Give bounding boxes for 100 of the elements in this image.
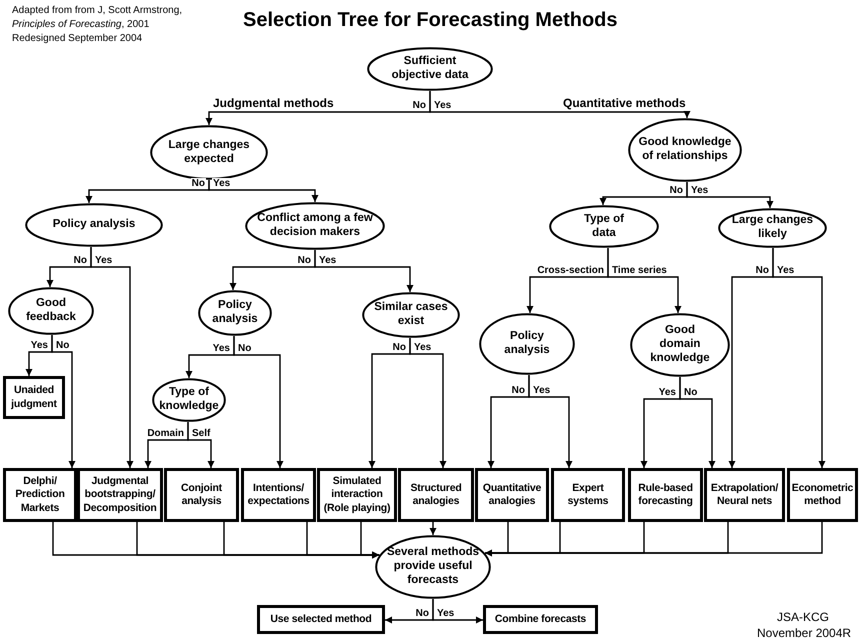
decision-ellipse: [630, 313, 730, 377]
edge-label: Yes: [776, 265, 796, 276]
method-box: [241, 468, 316, 522]
method-box: [3, 376, 65, 419]
node-text: Extrapolation/ Neural nets: [710, 482, 780, 508]
edge-label: Yes: [413, 342, 432, 353]
method-box: [3, 468, 77, 522]
node-text: Simulated interaction (Role playing): [322, 475, 392, 515]
decision-ellipse: [375, 535, 491, 599]
arrow: [208, 180, 318, 202]
citation-text: Adapted from from J, Scott Armstrong,: [12, 5, 182, 16]
decision-ellipse: [549, 205, 659, 248]
edge-label: No: [237, 343, 252, 354]
arrow: [90, 246, 134, 468]
method-box: [77, 468, 163, 522]
edge-label: No: [55, 340, 70, 351]
node-text: Use selected method: [270, 612, 372, 626]
decision-ellipse: [25, 203, 163, 247]
edge-label: Yes: [318, 255, 338, 266]
edge-label: No: [754, 265, 770, 276]
method-box: [551, 468, 625, 522]
edge-label: No: [510, 385, 526, 396]
arrow: [772, 248, 826, 468]
node-text: Structured analogies: [409, 482, 463, 508]
decision-ellipse: [245, 202, 385, 250]
arrow: [409, 338, 446, 468]
edge-label: No: [296, 255, 312, 266]
edge-label: Yes: [212, 343, 231, 354]
node-text: Quantitative analogies: [482, 482, 542, 508]
edge-label: Self: [191, 428, 212, 439]
edge-label: Yes: [433, 100, 452, 111]
node-text: Large changes expected: [167, 138, 251, 166]
node-text: Unaided judgment: [10, 384, 58, 411]
branch-label: Quantitative methods: [563, 96, 686, 110]
arrow: [432, 599, 483, 624]
arrow: [430, 522, 436, 535]
decision-ellipse: [367, 47, 493, 91]
decision-ellipse: [8, 287, 94, 335]
edge-label: Yes: [94, 255, 114, 266]
node-text: Policy analysis: [503, 330, 551, 358]
edge-label: No: [683, 387, 698, 398]
node-text: Large changes likely: [730, 214, 814, 242]
edge-label: Cross-section: [536, 265, 605, 276]
author-note: JSA-KCG: [777, 610, 830, 624]
method-box: [164, 468, 239, 522]
decision-ellipse: [362, 292, 460, 338]
arrow: [187, 422, 214, 468]
arrow: [314, 250, 414, 292]
edge-label: Yes: [532, 385, 552, 396]
node-text: Policy analysis: [211, 299, 259, 327]
node-text: Type of data: [582, 212, 626, 240]
method-box: [257, 605, 385, 634]
method-box: [398, 468, 474, 522]
arrow: [360, 522, 380, 558]
node-text: Several methods provide useful forecasts: [386, 546, 480, 588]
citation-text: Redesigned September 2004: [12, 33, 142, 44]
decision-ellipse: [628, 118, 742, 182]
edge-label: Yes: [30, 340, 49, 351]
arrow: [429, 91, 690, 118]
decision-ellipse: [479, 313, 575, 375]
edge-label: No: [414, 608, 430, 619]
node-text: Good feedback: [25, 297, 77, 325]
method-box: [475, 468, 549, 522]
method-box: [317, 468, 397, 522]
edge-label: Yes: [690, 185, 710, 196]
node-text: Similar cases exist: [373, 301, 449, 329]
arrow: [485, 522, 823, 556]
decision-ellipse: [150, 125, 268, 180]
node-text: Intentions/ expectations: [246, 482, 310, 508]
method-box: [628, 468, 703, 522]
node-text: Combine forecasts: [494, 612, 586, 626]
edge-label: Yes: [212, 178, 232, 189]
edge-label: Yes: [436, 608, 456, 619]
branch-label: Judgmental methods: [213, 96, 334, 110]
edge-label: No: [190, 178, 206, 189]
method-box: [787, 468, 858, 522]
arrow: [528, 374, 572, 468]
node-text: Expert systems: [566, 482, 610, 508]
arrow: [607, 248, 682, 314]
edge-label: No: [392, 342, 407, 353]
node-text: Good knowledge of relationships: [638, 136, 732, 164]
node-text: Rule-based forecasting: [637, 482, 694, 508]
arrow: [233, 336, 284, 468]
decision-ellipse: [718, 208, 827, 248]
node-text: Judgmental bootstrapping/ Decomposition: [82, 475, 158, 515]
diagram-title: Selection Tree for Forecasting Methods: [243, 9, 618, 32]
method-box: [483, 605, 598, 634]
node-text: Conjoint analysis: [180, 482, 223, 508]
node-text: Sufficient objective data: [390, 55, 470, 83]
edge-label: No: [72, 255, 88, 266]
edge-label: No: [668, 185, 684, 196]
decision-ellipse: [198, 290, 272, 336]
author-note: November 2004R: [757, 626, 852, 640]
node-text: Econometric method: [790, 482, 854, 508]
edge-label: Yes: [658, 387, 677, 398]
method-box: [704, 468, 785, 522]
decision-ellipse: [152, 378, 226, 422]
edge-label: No: [412, 100, 427, 111]
arrow: [679, 377, 716, 468]
node-text: Good domain knowledge: [649, 324, 711, 366]
